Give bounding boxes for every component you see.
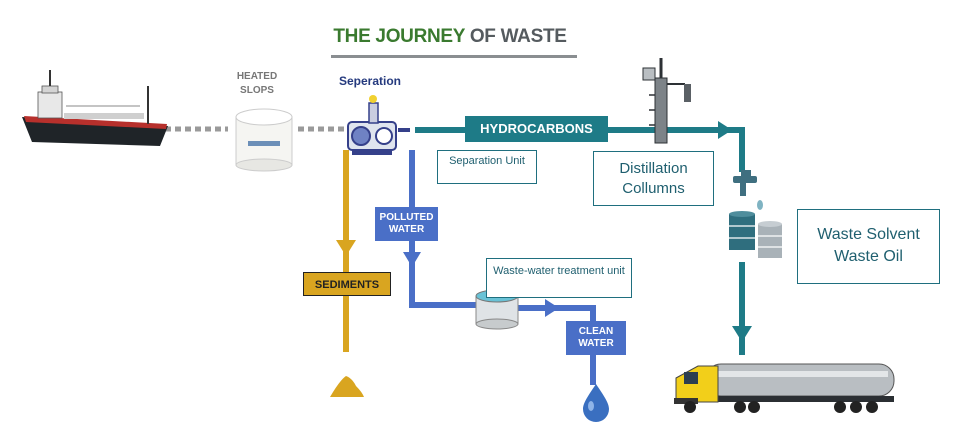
separation-unit-box: Separation Unit [437, 150, 537, 184]
hydrocarbons-arrow-down [732, 326, 752, 342]
treatment-tank-icon [475, 284, 519, 330]
separator-icon [347, 95, 410, 155]
waste-solvent-label: Waste Solvent [817, 226, 920, 243]
distillation-collumns-box: Distillation Collumns [593, 151, 714, 206]
sediment-pile-icon [330, 376, 364, 397]
title-underline [331, 55, 577, 58]
tap-icon [733, 170, 763, 210]
tank-icon [235, 108, 293, 172]
ship-icon [22, 70, 168, 146]
sediment-arrow-down [336, 240, 356, 256]
title-part-2: OF WASTE [469, 26, 567, 47]
sediments-tag: SEDIMENTS [303, 272, 391, 296]
tanker-truck-icon [674, 363, 895, 413]
heated-slops-label: HEATED SLOPS [236, 71, 278, 96]
hydrocarbons-arrow-right [718, 121, 732, 139]
polluted-water-arrow-down [403, 252, 421, 267]
page-title: THE JOURNEY OF WASTE [300, 26, 600, 48]
hydrocarbons-tag: HYDROCARBONS [465, 116, 608, 142]
seperation-label: Seperation [338, 74, 401, 88]
distillation-column-icon [642, 58, 691, 144]
waste-oil-label: Waste Oil [834, 248, 903, 265]
treatment-arrow-right [545, 299, 559, 317]
barrels-icon [729, 211, 782, 258]
wastewater-treatment-unit-box: Waste-water treatment unit [486, 258, 632, 298]
polluted-water-tag: POLLUTED WATER [375, 207, 438, 241]
waste-products-box: Waste Solvent Waste Oil [797, 209, 940, 284]
polluted-water-flow [409, 150, 596, 385]
water-drop-icon [583, 384, 609, 422]
title-part-1: THE JOURNEY [333, 26, 465, 47]
clean-water-tag: CLEAN WATER [566, 321, 626, 355]
